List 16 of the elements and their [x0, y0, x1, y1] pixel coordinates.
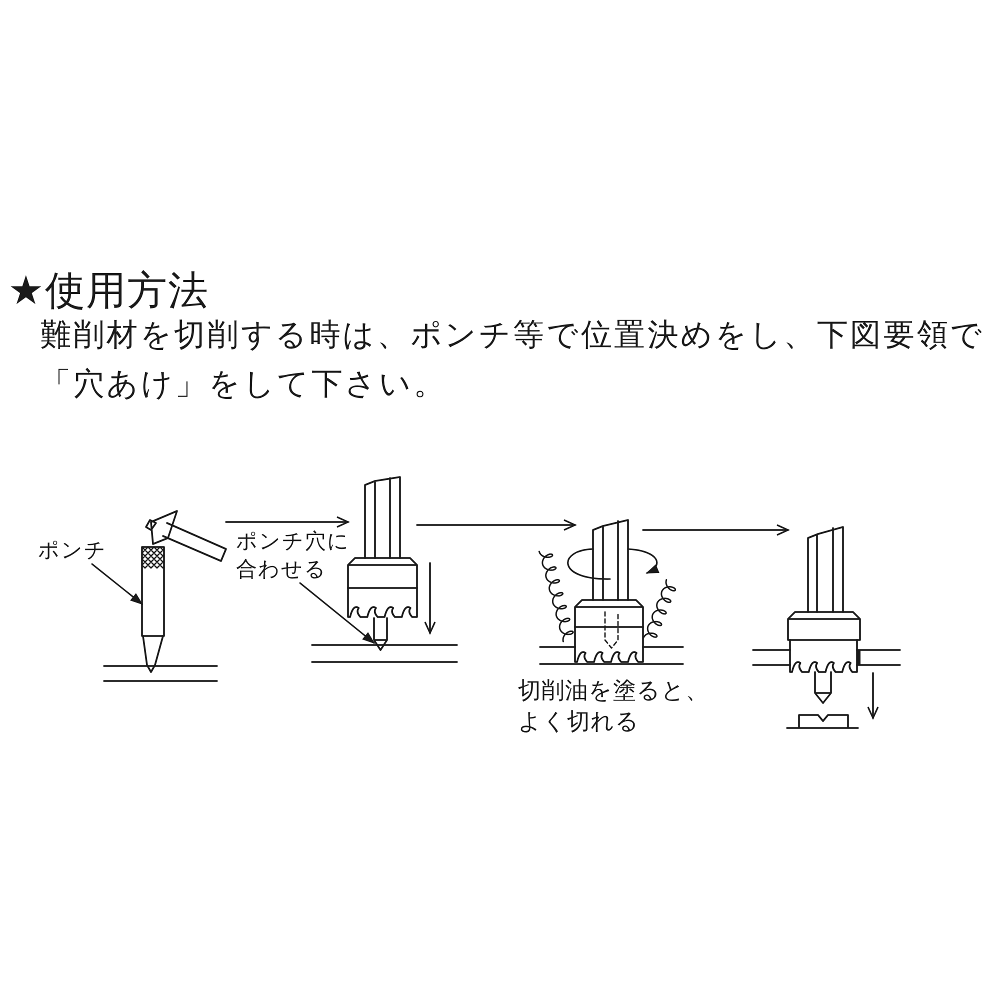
leader-line — [299, 582, 375, 644]
callout-text: ポンチ穴に合わせる — [236, 527, 352, 583]
arrow — [416, 519, 576, 531]
arrow — [642, 524, 789, 536]
pilot-drill — [373, 617, 388, 651]
hole-saw — [347, 476, 418, 618]
hammer — [145, 510, 227, 562]
title: ★使用方法 — [8, 268, 209, 314]
callout-text: ポンチ — [38, 536, 107, 564]
hole-saw — [787, 526, 861, 704]
hole-saw — [574, 519, 644, 663]
arrow — [225, 516, 349, 528]
note-text: 切削油を塗ると、よく切れる — [518, 677, 710, 737]
instruction-text: 難削材を切削する時は、ポンチ等で位置決めをし、下図要領で「穴あけ」をして下さい。 — [40, 316, 986, 404]
leader-line — [91, 563, 143, 605]
punch — [141, 546, 165, 673]
